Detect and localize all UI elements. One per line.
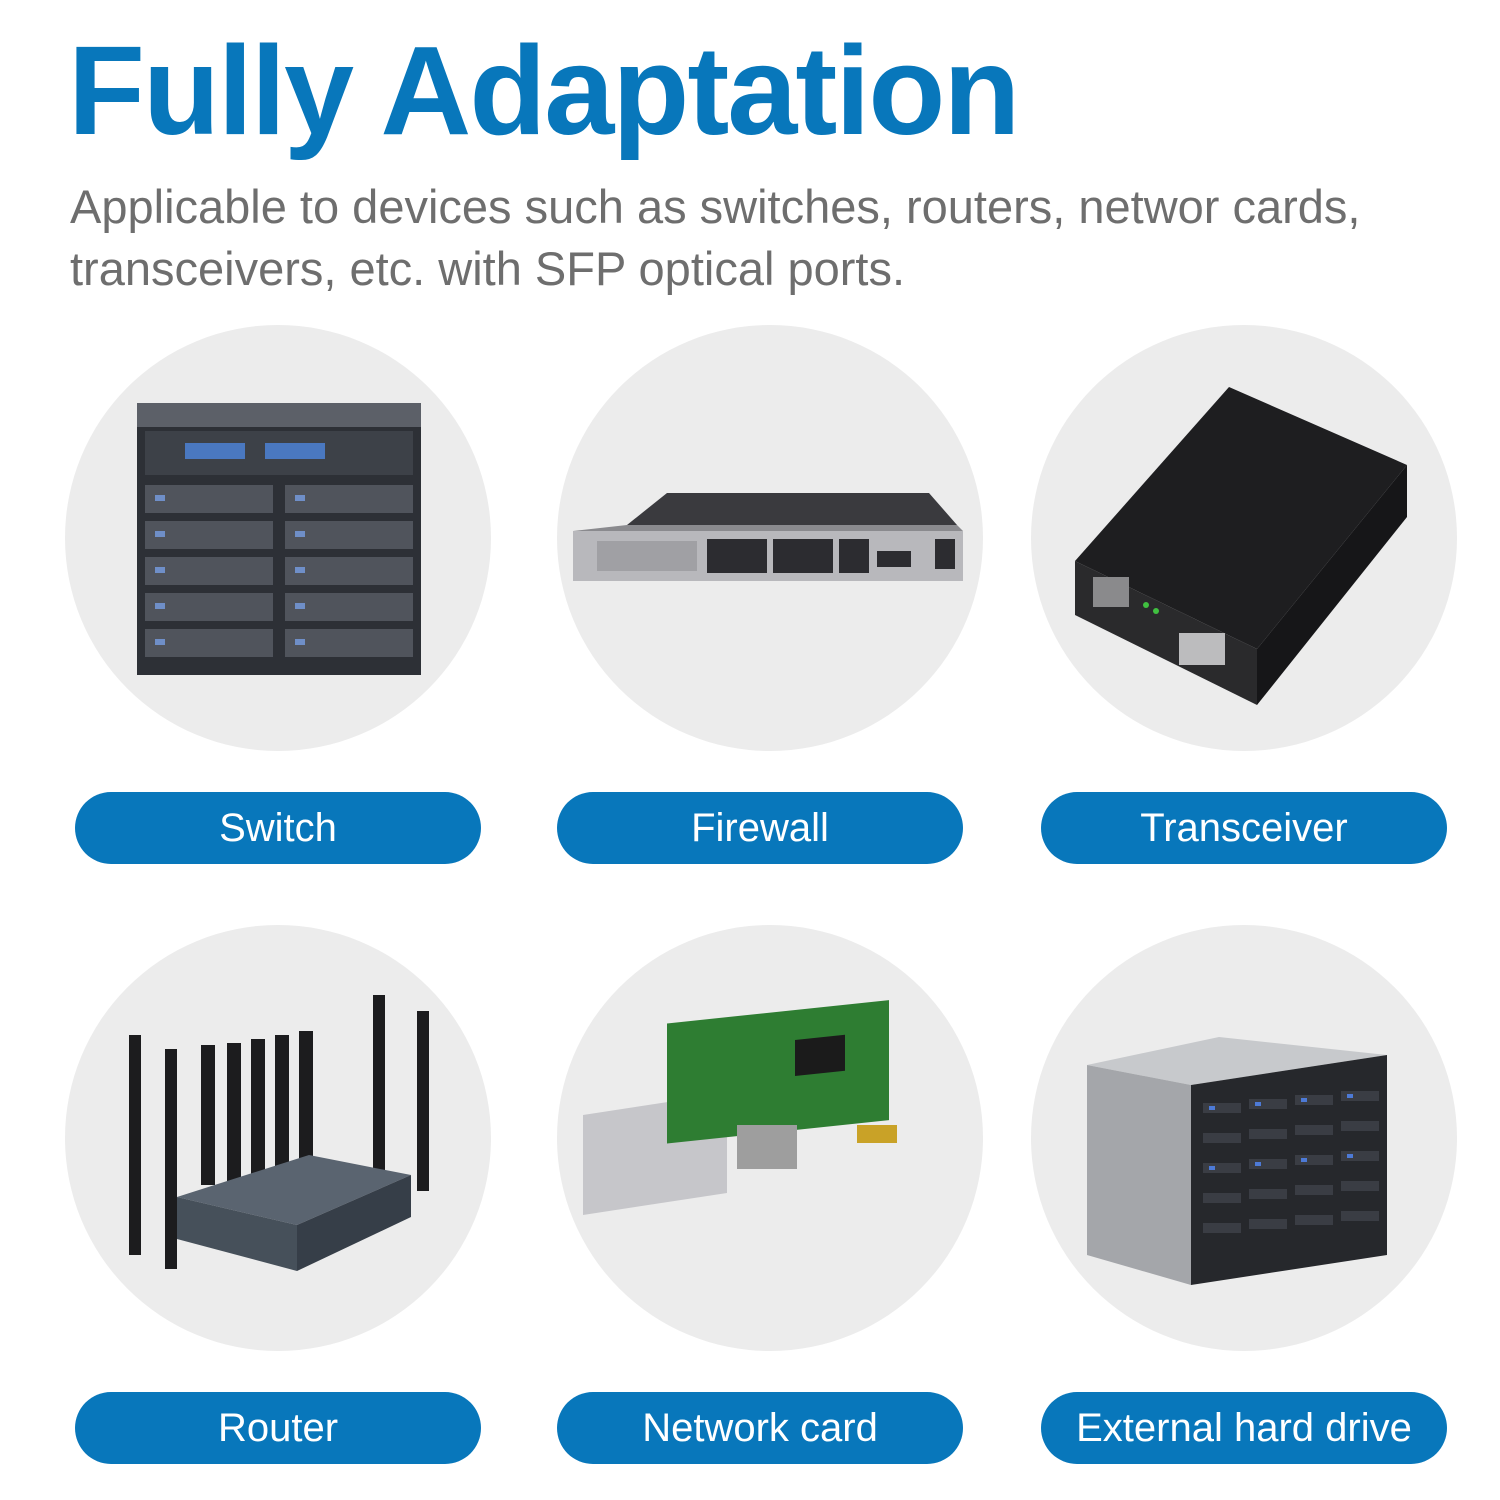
firewall-appliance-icon — [573, 493, 963, 581]
firewall-image — [557, 325, 983, 751]
device-label-firewall: Firewall — [557, 792, 963, 864]
media-converter-icon — [1075, 387, 1407, 705]
storage-server-icon — [1087, 1037, 1387, 1285]
switch-chassis-icon — [137, 403, 421, 675]
transceiver-image — [1031, 325, 1457, 751]
router-image — [65, 925, 491, 1351]
device-label-switch: Switch — [75, 792, 481, 864]
page-subtitle: Applicable to devices such as switches, … — [70, 180, 1361, 295]
external-hard-drive-image — [1031, 925, 1457, 1351]
network-card-image — [557, 925, 983, 1351]
device-label-external-hard-drive: External hard drive — [1041, 1392, 1447, 1464]
device-label-transceiver: Transceiver — [1041, 792, 1447, 864]
switch-image — [65, 325, 491, 751]
device-label-network-card: Network card — [557, 1392, 963, 1464]
page-title: Fully Adaptation — [68, 20, 1020, 161]
network-card-icon — [583, 1000, 897, 1215]
device-label-router: Router — [75, 1392, 481, 1464]
router-antennas-icon — [129, 995, 429, 1271]
